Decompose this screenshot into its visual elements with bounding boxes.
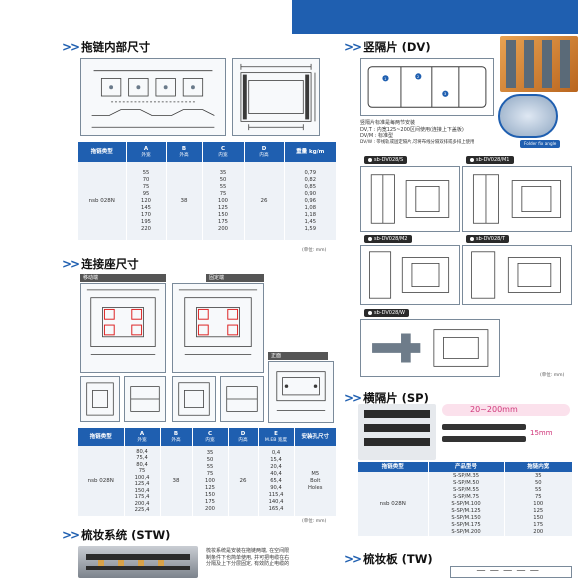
- section-title-stw: >>梳妆系统 (STW): [62, 528, 171, 542]
- moving-bracket-side-drawing: [80, 376, 120, 422]
- dv-variant-t-drawing: [462, 245, 572, 305]
- double-chevron-icon: >>: [344, 391, 362, 405]
- stw-product-photo: [78, 546, 198, 578]
- section-title-divider-dv: >>竖隔片 (DV): [344, 40, 431, 54]
- fixed-bracket-side-drawing: [172, 376, 216, 422]
- fixed-bracket-top-drawing: [220, 376, 264, 422]
- table-cell-D: 26: [244, 162, 285, 240]
- double-chevron-icon: >>: [344, 40, 362, 54]
- table-cell-B: 38: [166, 162, 203, 240]
- table-cell-type: nsb 028N: [358, 472, 429, 536]
- fixed-bracket-drawing: [172, 283, 264, 373]
- dv-photo-orange: [500, 36, 578, 92]
- stw-description: 梳妆系统是安装在拖链两端, 在空间限制条件下也简单使用, 并可把电缆在右分隔及上…: [206, 548, 290, 567]
- svg-text:2: 2: [417, 74, 420, 79]
- tw-drawing: [450, 566, 572, 578]
- dv-variant-w-drawing: [360, 319, 500, 377]
- dv-variant-tag-t: sb-DV028/T: [466, 235, 510, 243]
- section-title-divider-sp: >>横隔片 (SP): [344, 391, 429, 405]
- dv-photo-detail: [498, 94, 558, 138]
- unit-note: (单位: mm): [302, 519, 327, 524]
- dv-variant-tag-m2: sb-DV028/M2: [364, 235, 412, 243]
- sp-bar-drawing-2: [442, 436, 526, 442]
- chain-cross-section-drawing: [232, 58, 320, 136]
- svg-text:3: 3: [444, 91, 447, 96]
- section-title-inner-dims: >>拖链内部尺寸: [62, 40, 151, 54]
- svg-text:1: 1: [384, 76, 387, 81]
- dv-variant-s-drawing: [360, 166, 460, 232]
- double-chevron-icon: >>: [62, 528, 80, 542]
- section-title-tw: >>梳妆板 (TW): [344, 552, 433, 566]
- sp-bar-drawing: [442, 424, 526, 430]
- dv-variant-tag-s: sb-DV028/S: [364, 156, 408, 164]
- dv-variant-m1-drawing: [462, 166, 572, 232]
- dv-notes: 竖隔片标准是每两节安装 DV,T : 内宽125~200区间使用(连接上下盖板)…: [360, 120, 475, 145]
- label-front-view: 正面: [268, 352, 328, 360]
- moving-bracket-top-drawing: [124, 376, 166, 422]
- table-cell-B: 38: [160, 446, 193, 516]
- double-chevron-icon: >>: [344, 552, 362, 566]
- table-cell-type: nsb 028N: [78, 446, 125, 516]
- label-fixed-end: 固定端: [206, 274, 264, 282]
- unit-note: (单位: mm): [540, 373, 565, 378]
- moving-bracket-drawing: [80, 283, 166, 373]
- table-cell-D: 26: [228, 446, 259, 516]
- double-chevron-icon: >>: [62, 257, 80, 271]
- dv-variant-tag-w: sb-DV028/W: [364, 309, 409, 317]
- section-title-bracket-dims: >>连接座尺寸: [62, 257, 139, 271]
- sp-range-arrow: 20~200mm: [442, 404, 570, 416]
- sp-photo: [358, 404, 436, 460]
- dv-badge: Folder fix angle: [520, 140, 561, 148]
- double-chevron-icon: >>: [62, 40, 80, 54]
- front-view-drawing: [268, 361, 334, 423]
- unit-note: (单位: mm): [302, 248, 327, 253]
- chain-side-drawing: [80, 58, 226, 136]
- dv-variant-tag-m1: sb-DV028/M1: [466, 156, 514, 164]
- label-moving-end: 移动端: [80, 274, 166, 282]
- dv-variant-m2-drawing: [360, 245, 460, 305]
- table-cell-type: nsb 028N: [78, 162, 127, 240]
- brand-corner-band: [292, 0, 578, 34]
- sp-thickness-label: 15mm: [530, 429, 553, 437]
- dv-top-drawing: 1 2 3: [360, 58, 494, 116]
